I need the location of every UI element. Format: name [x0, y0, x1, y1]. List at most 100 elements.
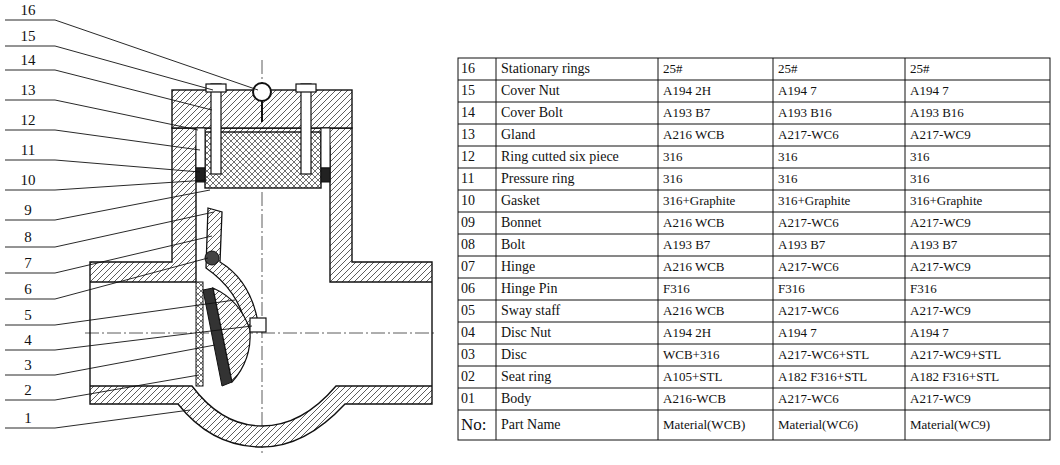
- table-cell: A217-WC9: [910, 300, 1048, 322]
- table-cell: A193 B16: [778, 102, 903, 124]
- table-cell: Disc: [501, 344, 656, 366]
- disc-nut: [250, 318, 266, 332]
- table-cell: A193 B7: [910, 234, 1048, 256]
- table-cell: A217-WC9: [910, 256, 1048, 278]
- pressure-ring: [321, 168, 330, 182]
- callout-number: 13: [8, 82, 48, 99]
- table-cell: A217-WC6: [778, 388, 903, 410]
- callout-number: 12: [8, 112, 48, 129]
- callout-number: 16: [8, 2, 48, 19]
- table-cell: 16: [461, 58, 492, 80]
- gland: [321, 128, 330, 168]
- table-header: Material(WC6): [778, 410, 903, 440]
- table-cell: A193 B7: [663, 234, 771, 256]
- table-cell: Cover Bolt: [501, 102, 656, 124]
- table-cell: Gland: [501, 124, 656, 146]
- table-cell: 316: [910, 146, 1048, 168]
- table-cell: 11: [461, 168, 492, 190]
- table-cell: 14: [461, 102, 492, 124]
- table-cell: Sway staff: [501, 300, 656, 322]
- table-header: No:: [461, 410, 492, 440]
- table-cell: Disc Nut: [501, 322, 656, 344]
- table-cell: 08: [461, 234, 492, 256]
- callout-number: 10: [8, 172, 48, 189]
- callout-number: 15: [8, 28, 48, 45]
- table-cell: Hinge Pin: [501, 278, 656, 300]
- table-cell: A216 WCB: [663, 256, 771, 278]
- table-cell: F316: [910, 278, 1048, 300]
- table-cell: 15: [461, 80, 492, 102]
- table-header: Material(WC9): [910, 410, 1048, 440]
- callout-number: 8: [8, 229, 48, 246]
- table-cell: 02: [461, 366, 492, 388]
- table-cell: A194 7: [778, 80, 903, 102]
- table-cell: Stationary rings: [501, 58, 656, 80]
- table-cell: A105+STL: [663, 366, 771, 388]
- table-cell: A217-WC6: [778, 256, 903, 278]
- table-cell: A194 2H: [663, 322, 771, 344]
- table-cell: Cover Nut: [501, 80, 656, 102]
- callout-number: 2: [8, 382, 48, 399]
- table-cell: 25#: [663, 58, 771, 80]
- table-cell: A216 WCB: [663, 212, 771, 234]
- seat-ring: [196, 282, 203, 386]
- table-cell: F316: [663, 278, 771, 300]
- table-cell: 316: [663, 168, 771, 190]
- table-cell: A217-WC6: [778, 124, 903, 146]
- table-cell: 316: [778, 146, 903, 168]
- table-cell: A194 7: [910, 80, 1048, 102]
- table-cell: 316+Graphite: [910, 190, 1048, 212]
- table-cell: Seat ring: [501, 366, 656, 388]
- leader-line: [5, 20, 258, 428]
- table-cell: A182 F316+STL: [910, 366, 1048, 388]
- table-cell: 316: [663, 146, 771, 168]
- table-cell: A217-WC9: [910, 212, 1048, 234]
- table-cell: A217-WC9: [910, 388, 1048, 410]
- callout-number: 6: [8, 281, 48, 298]
- table-cell: 12: [461, 146, 492, 168]
- callout-number: 9: [8, 202, 48, 219]
- table-cell: A194 7: [910, 322, 1048, 344]
- callout-number: 3: [8, 357, 48, 374]
- table-cell: Bonnet: [501, 212, 656, 234]
- table-cell: Pressure ring: [501, 168, 656, 190]
- table-cell: Hinge: [501, 256, 656, 278]
- table-cell: A217-WC9: [910, 124, 1048, 146]
- table-grid: [458, 58, 1050, 440]
- table-cell: Gasket: [501, 190, 656, 212]
- table-cell: 316: [778, 168, 903, 190]
- table-cell: 05: [461, 300, 492, 322]
- table-cell: 25#: [778, 58, 903, 80]
- callout-number: 5: [8, 307, 48, 324]
- center-line: [85, 60, 434, 455]
- table-cell: A182 F316+STL: [778, 366, 903, 388]
- table-cell: 09: [461, 212, 492, 234]
- callout-number: 11: [8, 142, 48, 159]
- table-cell: 10: [461, 190, 492, 212]
- table-cell: 316+Graphite: [663, 190, 771, 212]
- table-cell: A217-WC6: [778, 212, 903, 234]
- table-cell: 01: [461, 388, 492, 410]
- table-cell: 25#: [910, 58, 1048, 80]
- callout-number: 4: [8, 332, 48, 349]
- callout-number: 7: [8, 255, 48, 272]
- table-cell: 316+Graphite: [778, 190, 903, 212]
- table-cell: Bolt: [501, 234, 656, 256]
- table-cell: A193 B16: [910, 102, 1048, 124]
- table-cell: A217-WC6+STL: [778, 344, 903, 366]
- table-cell: A193 B7: [778, 234, 903, 256]
- table-cell: Ring cutted six piece: [501, 146, 656, 168]
- valve-body: [90, 128, 432, 447]
- callout-number: 14: [8, 52, 48, 69]
- table-cell: F316: [778, 278, 903, 300]
- table-cell: 316: [910, 168, 1048, 190]
- table-cell: 07: [461, 256, 492, 278]
- table-cell: A216 WCB: [663, 124, 771, 146]
- table-cell: A217-WC6: [778, 300, 903, 322]
- table-cell: A217-WC9+STL: [910, 344, 1048, 366]
- callout-number: 1: [8, 410, 48, 427]
- table-cell: 06: [461, 278, 492, 300]
- cover-bolt: [206, 84, 316, 174]
- table-cell: A216 WCB: [663, 300, 771, 322]
